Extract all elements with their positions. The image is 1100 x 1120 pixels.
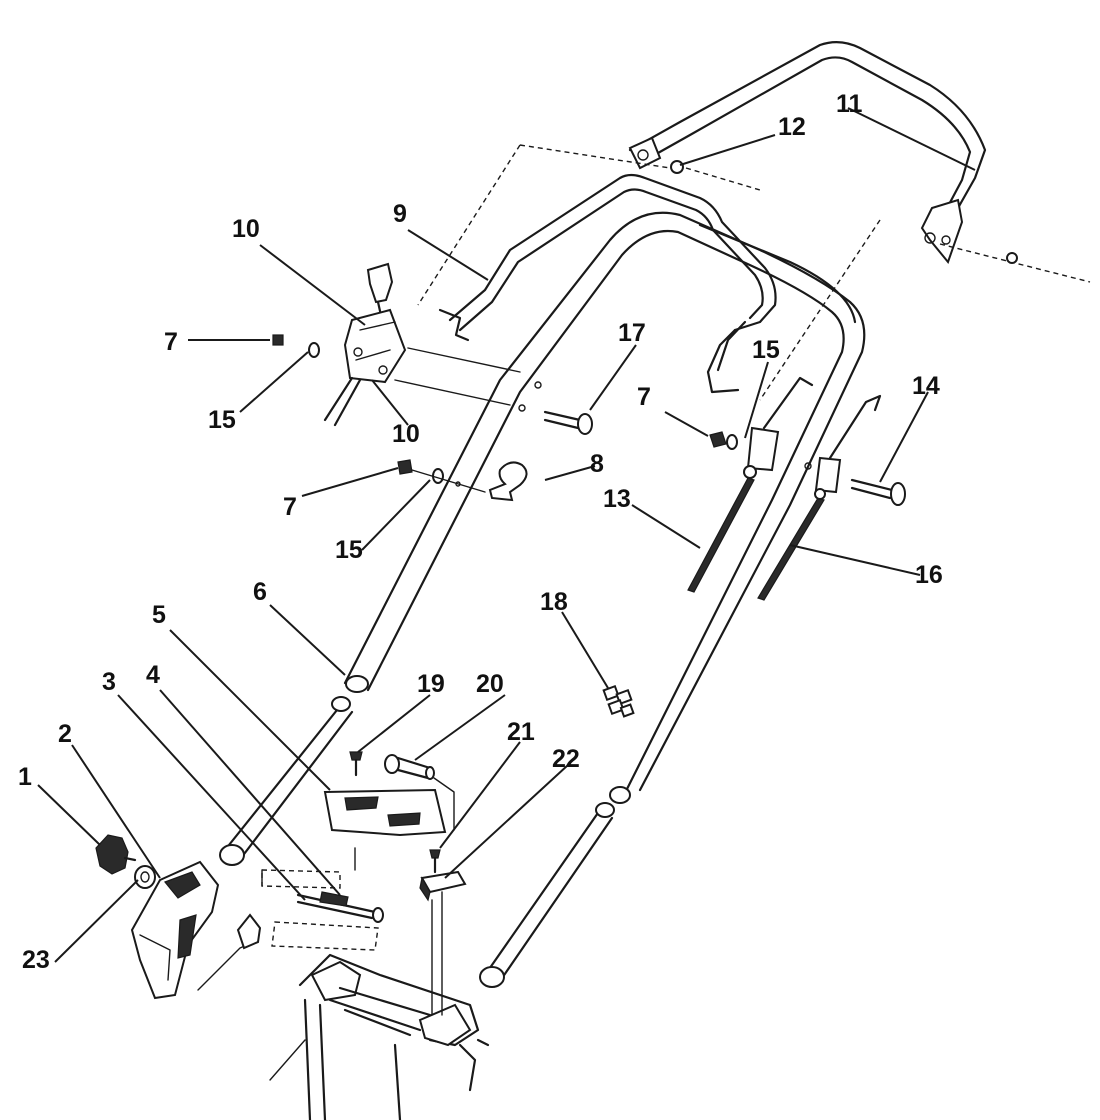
callout-17: 17 (618, 319, 646, 347)
callout-14: 14 (912, 372, 940, 400)
upper-handle (628, 41, 987, 265)
cable-part-13 (687, 376, 814, 593)
height-adjuster-part-2 (130, 860, 262, 1000)
mounting-bracket (236, 913, 262, 950)
callout-20: 20 (476, 670, 504, 698)
tube-end-right-upper (609, 786, 631, 804)
callout-5: 5 (152, 601, 166, 629)
callout-11: 11 (836, 90, 863, 118)
callout-8: 8 (590, 450, 604, 478)
leader-hole-1 (407, 347, 521, 373)
callout-6: 6 (253, 578, 267, 606)
callout-7-right: 7 (637, 383, 651, 411)
nut-part-7-c (709, 431, 727, 448)
cable-guide-part-8 (488, 461, 528, 502)
tube-end-left-upper (345, 675, 369, 693)
washer-part-15-b (432, 468, 444, 484)
washer-part-23 (134, 865, 156, 889)
callout-4: 4 (146, 661, 160, 689)
washer-right (1006, 252, 1018, 264)
callout-16: 16 (915, 561, 943, 589)
callout-23: 23 (22, 946, 50, 974)
callout-13: 13 (603, 485, 631, 513)
callout-22: 22 (552, 745, 580, 773)
bracket-plate-part-5 (323, 788, 447, 871)
callout-21: 21 (507, 718, 535, 746)
callout-1: 1 (18, 763, 32, 791)
lower-tube-end-right (479, 966, 505, 988)
nut-part-7-b (397, 459, 413, 475)
lower-handle (219, 211, 866, 988)
knob-part-1 (95, 834, 137, 875)
plate-outline-lower (271, 921, 379, 951)
leader-hole-2 (394, 379, 511, 406)
pin-part-20 (384, 754, 455, 831)
washer-part-12 (670, 160, 684, 174)
washer-part-15-c (726, 434, 738, 450)
nut-part-7-a (272, 334, 284, 346)
callout-19: 19 (417, 670, 445, 698)
upper-handle-bracket-right (920, 198, 964, 265)
screw-part-21 (429, 849, 441, 874)
callout-12: 12 (778, 113, 806, 141)
washer-part-15-a (308, 342, 320, 358)
callout-7-top: 7 (164, 328, 178, 356)
bolt-part-17 (543, 410, 593, 435)
lever-knob (366, 262, 394, 304)
cable-part-16 (757, 394, 882, 601)
block-part-22 (419, 870, 467, 902)
callout-15-left: 15 (208, 406, 236, 434)
rod-part-4 (296, 891, 384, 923)
callout-9: 9 (393, 200, 407, 228)
callout-labels: 1 2 3 4 5 6 7 7 7 8 9 10 10 11 12 13 14 … (18, 90, 943, 974)
lower-tube-end-left (219, 844, 245, 866)
leader-lines (37, 107, 976, 963)
callout-18: 18 (540, 588, 568, 616)
control-lever-assembly (323, 262, 407, 427)
callout-15-right: 15 (752, 336, 780, 364)
bolt-part-14 (850, 478, 906, 506)
cable-clips-part-18 (602, 684, 635, 718)
callout-10-bottom: 10 (392, 420, 420, 448)
lever-housing (343, 308, 407, 384)
assembly-lines (417, 144, 1091, 401)
callout-15-mid: 15 (335, 536, 363, 564)
upper-handle-bracket-left (628, 136, 662, 170)
callout-3: 3 (102, 668, 116, 696)
callout-2: 2 (58, 720, 72, 748)
mower-deck-mount (269, 953, 490, 1120)
middle-handle (438, 173, 777, 394)
callout-7-mid: 7 (283, 493, 297, 521)
plate-outline-part-3 (261, 869, 341, 889)
screw-part-19 (349, 751, 363, 777)
callout-10-top: 10 (232, 215, 260, 243)
